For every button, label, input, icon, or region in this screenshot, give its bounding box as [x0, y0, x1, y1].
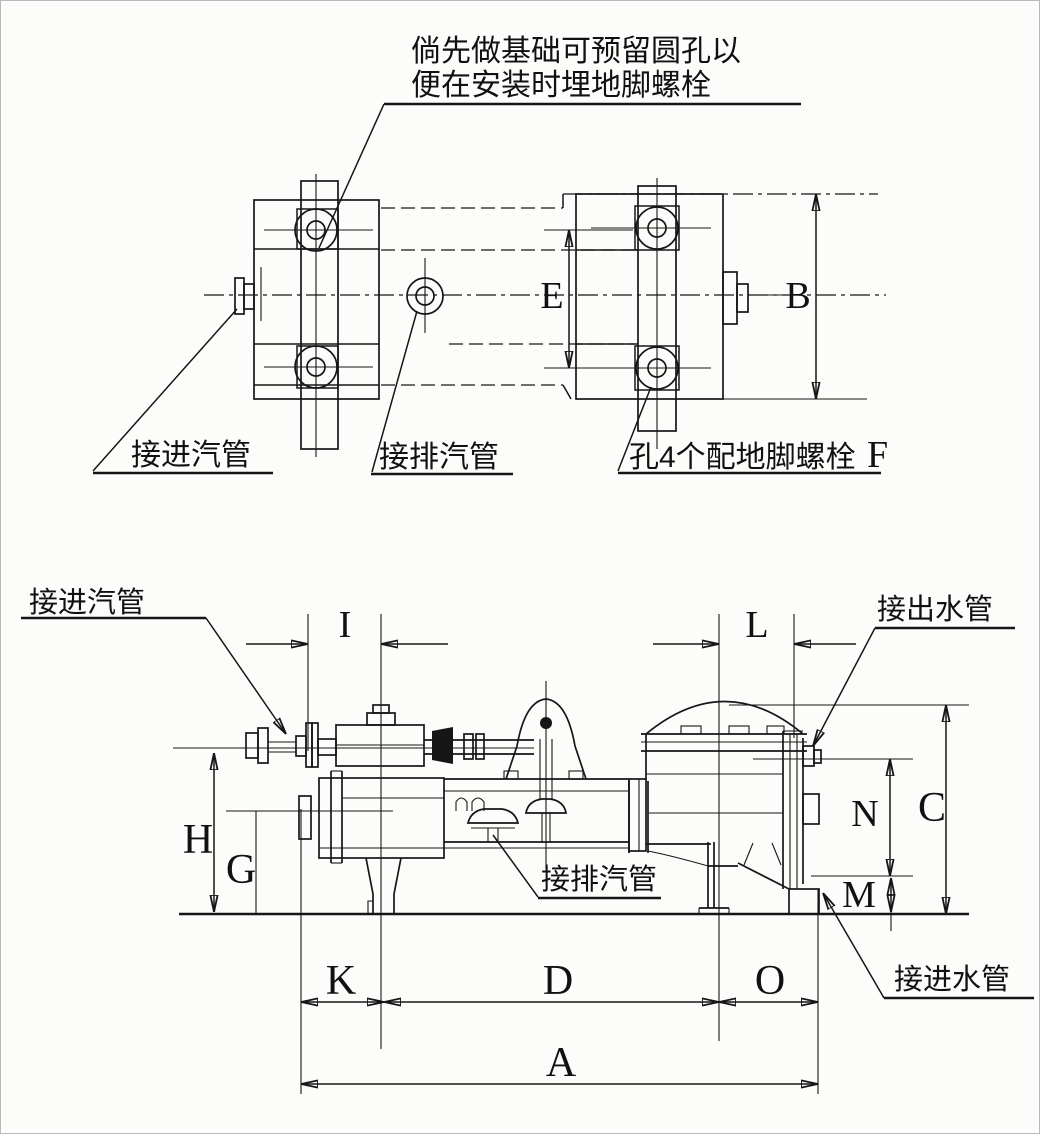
rocker-stand [503, 681, 587, 869]
dim-label-L: L [745, 604, 768, 646]
dim-label-C: C [918, 785, 946, 831]
dim-label-H: H [183, 817, 213, 863]
dimension-G: G [226, 810, 393, 914]
dim-label-F: F [867, 434, 888, 476]
dimension-C: C [918, 705, 946, 914]
plan-steam-cylinder [234, 174, 380, 457]
dim-label-N: N [851, 793, 878, 835]
dim-label-A: A [546, 1040, 577, 1086]
frame [444, 778, 709, 867]
plan-steam-inlet-fitting [234, 267, 262, 321]
steam-inlet-label: 接进汽管 [131, 439, 251, 472]
dim-label-G: G [226, 847, 256, 893]
plan-pump-base [575, 178, 867, 449]
plan-label-steam-inlet: 接进汽管 [92, 308, 273, 475]
dim-label-K: K [326, 958, 356, 1004]
dim-label-I: I [339, 604, 352, 646]
foundation-note-line1: 倘先做基础可预留圆孔以 [411, 35, 741, 68]
side-view: I L H G N C [21, 586, 1034, 1094]
water-outlet-nozzle [802, 745, 815, 767]
water-inlet-label: 接进水管 [894, 963, 1010, 996]
dimension-H: H [183, 753, 214, 912]
dimension-I: I [246, 604, 448, 646]
plan-exhaust-hole [406, 258, 444, 333]
rod-gland [432, 727, 453, 764]
dimension-chain: K D O A [301, 958, 818, 1086]
steam-cylinder-assembly [245, 704, 534, 914]
dim-label-M: M [842, 874, 876, 916]
dim-label-B: B [785, 275, 810, 317]
dim-label-E: E [540, 275, 563, 317]
dim-label-D: D [543, 958, 573, 1004]
pump-base-pad [788, 888, 820, 915]
plan-view: E B 倘先做基础可预留圆孔以 便在安装时埋地脚螺栓 接进汽管 接排汽管 孔4个… [92, 35, 888, 476]
side-label-steam-inlet: 接进汽管 [21, 586, 286, 734]
side-label-steam-exhaust: 接排汽管 [492, 834, 661, 900]
foundation-note-line2: 便在安装时埋地脚螺栓 [411, 69, 711, 102]
dimension-L: L [653, 604, 856, 646]
plan-label-steam-exhaust: 接排汽管 [371, 310, 513, 476]
steam-exhaust-label: 接排汽管 [541, 863, 657, 896]
water-pump [628, 700, 822, 915]
dim-label-O: O [755, 958, 785, 1004]
side-label-water-outlet: 接出水管 [813, 593, 1015, 746]
dimension-B: B [785, 194, 816, 399]
dimension-E: E [540, 229, 633, 369]
foundation-note: 倘先做基础可预留圆孔以 便在安装时埋地脚螺栓 [318, 35, 801, 249]
steam-exhaust-label: 接排汽管 [379, 441, 499, 474]
water-outlet-label: 接出水管 [877, 593, 993, 626]
dimension-N: N [851, 759, 890, 876]
anchor-bolt-label: 孔4个配地脚螺栓 [629, 441, 856, 474]
side-label-water-inlet: 接进水管 [823, 893, 1034, 1000]
exhaust-fitting [466, 808, 520, 842]
plan-label-anchor-bolts: 孔4个配地脚螺栓 F [617, 386, 888, 476]
steam-inlet-label: 接进汽管 [29, 586, 145, 619]
dimension-M: M [842, 874, 891, 931]
plan-right-fitting [722, 271, 785, 325]
